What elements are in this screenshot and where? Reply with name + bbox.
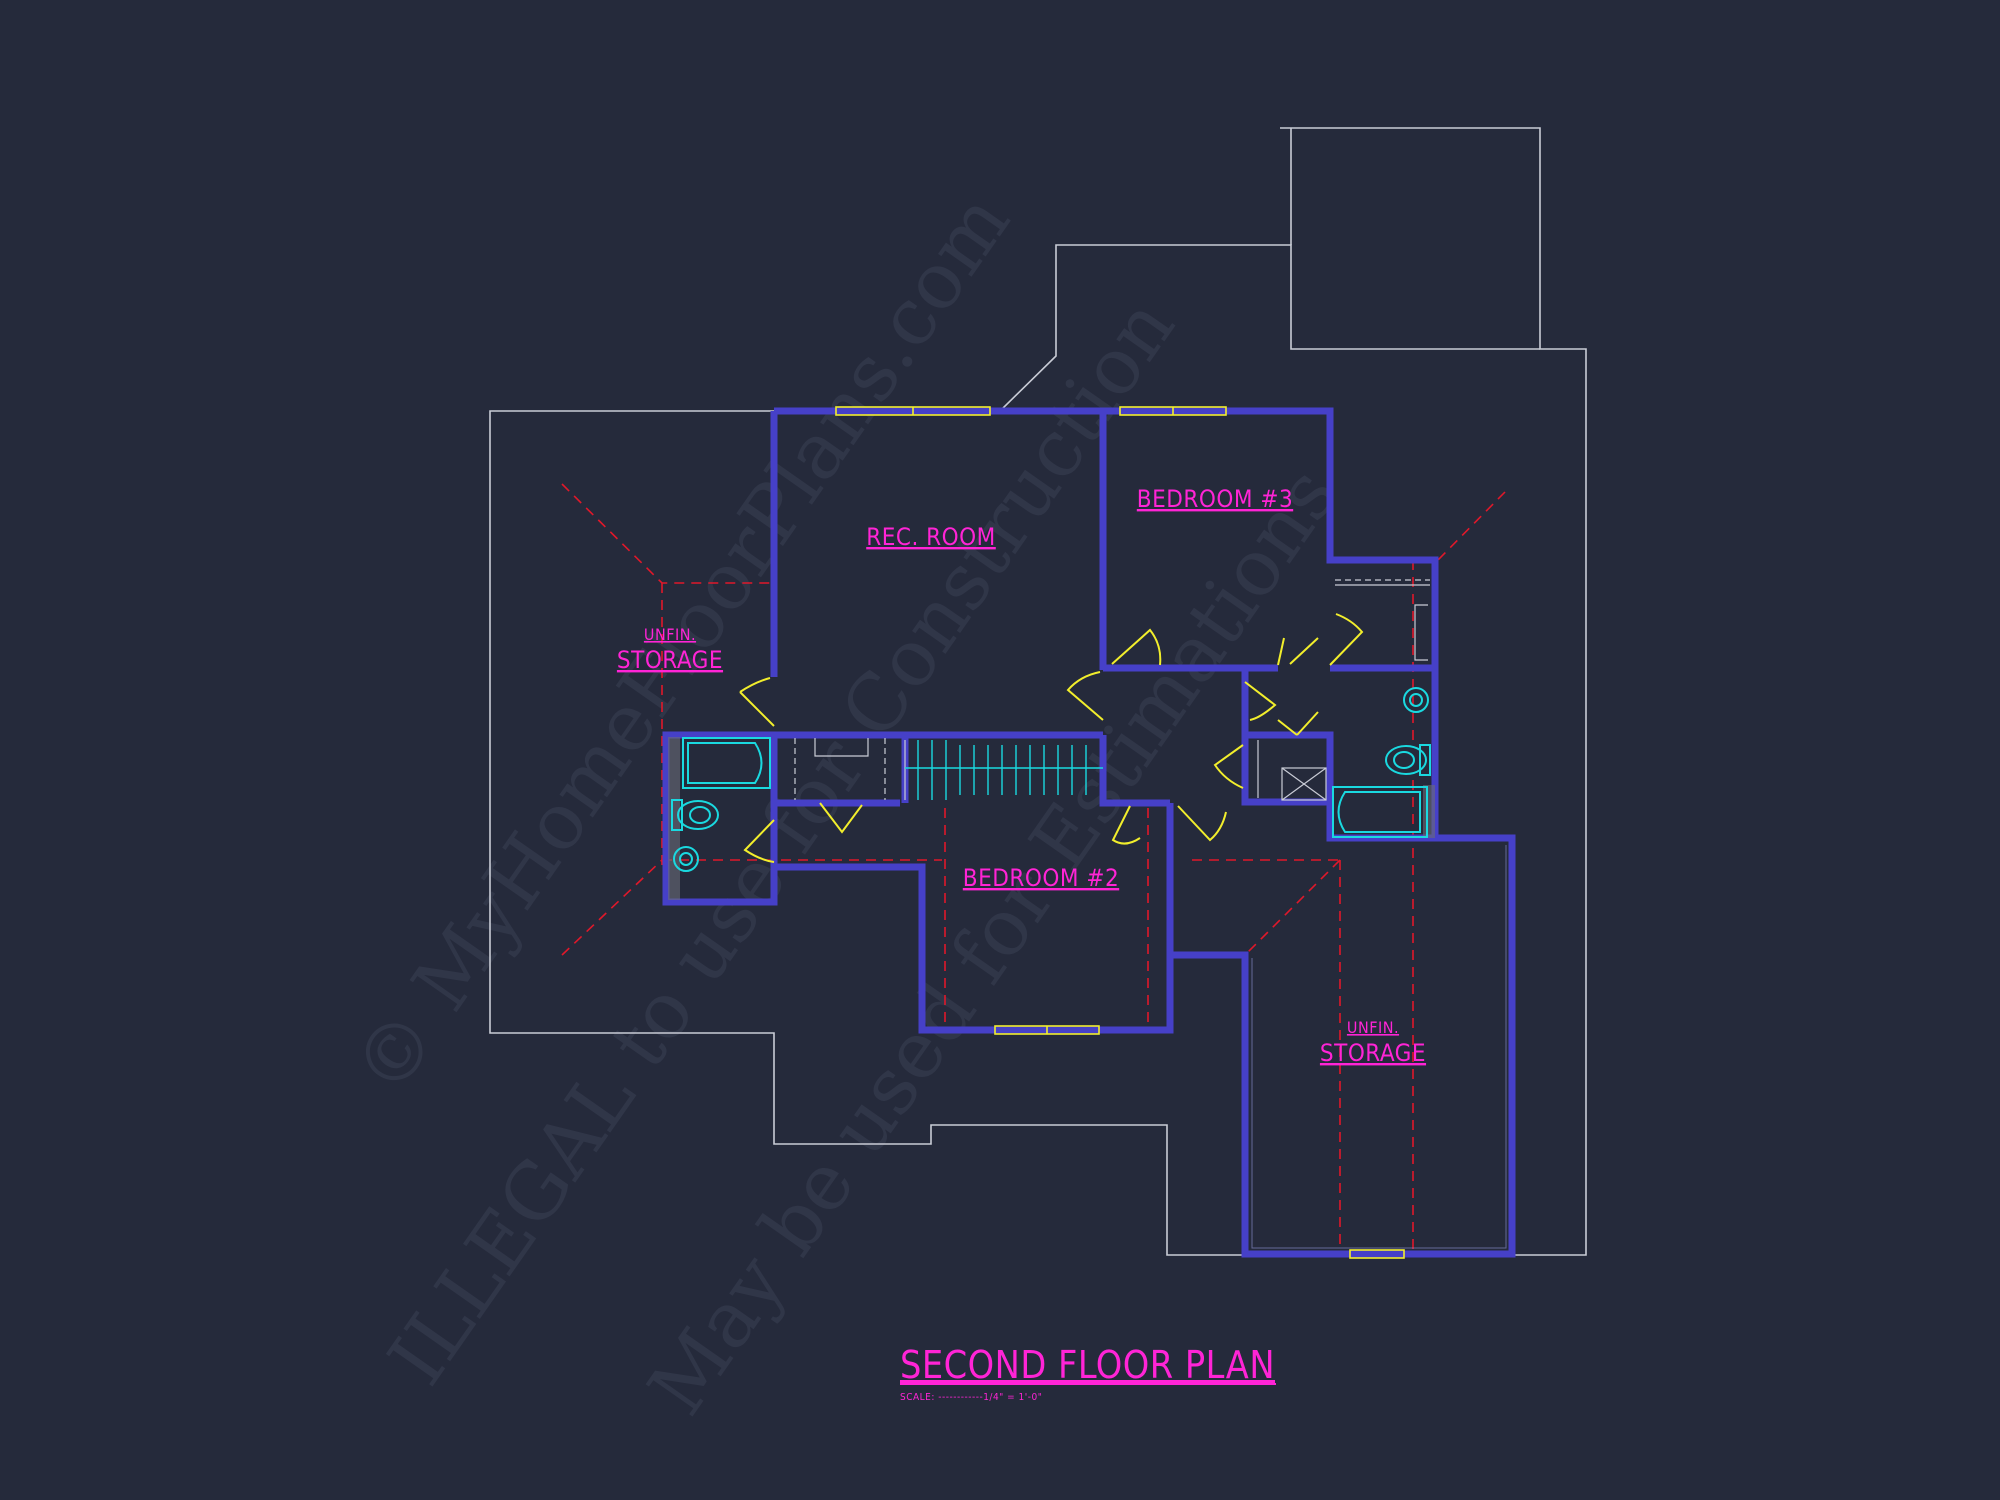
plan-scale: SCALE: ------------1/4" = 1'-0": [900, 1392, 1042, 1403]
door-bedroom-2: [1111, 805, 1141, 845]
hip-lines: [561, 483, 1506, 1250]
stair: [904, 740, 1103, 800]
window-storage-right: [1349, 1249, 1405, 1259]
hall-closet: [794, 738, 886, 800]
bath-left: [668, 737, 771, 900]
door-hall-closet: [819, 802, 863, 834]
windows: [835, 406, 1405, 1259]
label-storage-left-unfin: UNFIN.: [644, 625, 696, 644]
door-bath-left: [743, 819, 775, 863]
sink-right: [1403, 687, 1429, 713]
label-storage-right: STORAGE: [1320, 1039, 1426, 1067]
label-storage-left: STORAGE: [617, 646, 723, 674]
linen-closet: [1257, 740, 1327, 801]
label-bedroom-3: BEDROOM #3: [1137, 485, 1293, 513]
toilet-right: [1385, 744, 1431, 776]
door-hall-rec: [1066, 671, 1104, 721]
door-rec-room: [739, 677, 775, 727]
plan-title: SECOND FLOOR PLAN: [900, 1343, 1275, 1387]
door-hall-linen: [1244, 681, 1277, 721]
window-bedroom-3: [1119, 406, 1227, 416]
sink-left: [673, 846, 699, 872]
title-block: SECOND FLOOR PLAN SCALE: ------------1/4…: [900, 1343, 1276, 1403]
door-bedroom-3-closet: [1277, 637, 1319, 666]
walls: [662, 407, 1516, 1258]
toilet-left: [671, 799, 719, 831]
label-rec-room: REC. ROOM: [866, 523, 996, 551]
roof-outline: [489, 127, 1587, 1256]
window-bedroom-2: [994, 1025, 1100, 1035]
door-bath-right: [1329, 613, 1364, 666]
bath-right: [1332, 687, 1435, 838]
doors: [739, 613, 1364, 863]
door-bedroom-2-closet: [1177, 805, 1227, 842]
room-labels: REC. ROOM BEDROOM #3 BEDROOM #2 UNFIN. S…: [617, 485, 1426, 1067]
label-bedroom-2: BEDROOM #2: [963, 864, 1119, 892]
bathtub-right: [1332, 786, 1428, 838]
door-hall-right: [1213, 744, 1244, 789]
bedroom-3-closet: [1335, 579, 1430, 661]
bathtub-left: [682, 737, 771, 789]
window-rec-room: [835, 406, 991, 416]
label-storage-right-unfin: UNFIN.: [1347, 1018, 1399, 1037]
door-linen-2: [1277, 711, 1319, 736]
door-bedroom-3: [1111, 628, 1162, 666]
